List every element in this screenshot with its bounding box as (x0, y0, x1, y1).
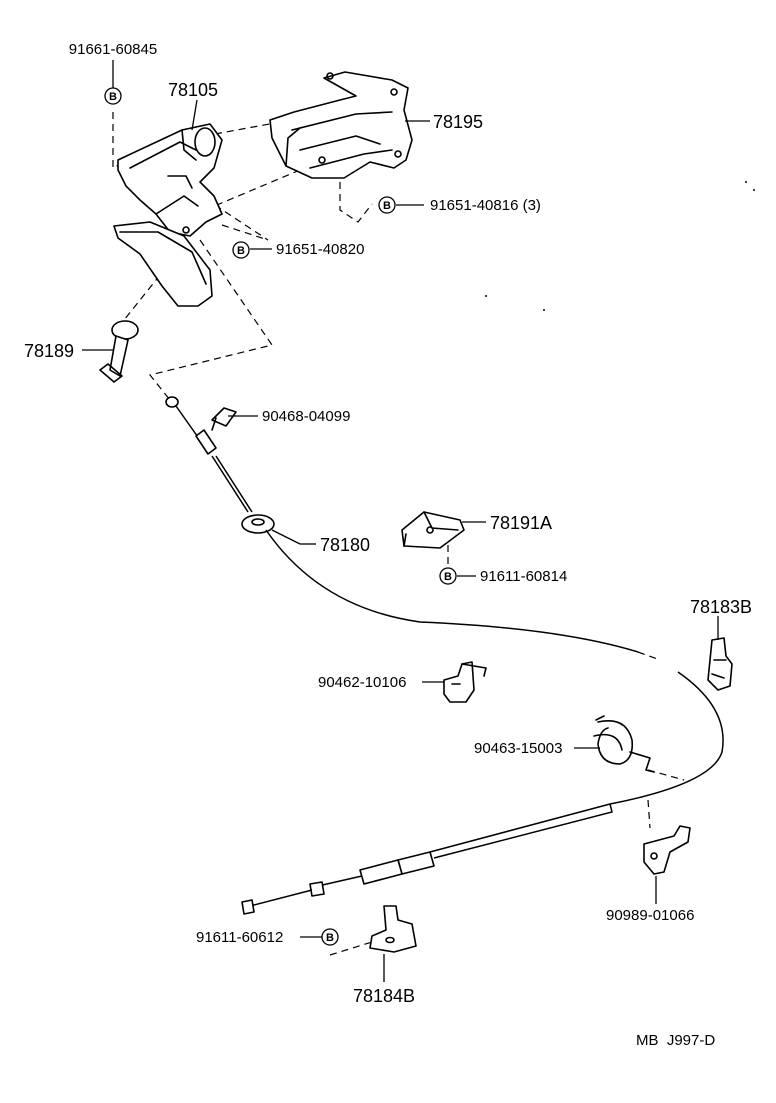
svg-text:B: B (237, 245, 245, 257)
label-90989-01066: 90989-01066 (606, 907, 694, 924)
bolt-marker-91611-60612: B (321, 928, 339, 946)
label-90468-04099: 90468-04099 (262, 408, 350, 425)
mount-bracket-78195 (269, 71, 413, 179)
handle-housing-78105 (113, 123, 223, 307)
label-78195: 78195 (433, 112, 483, 132)
cable-clip-90468 (211, 407, 237, 431)
leader-lines (82, 60, 719, 982)
label-78105: 78105 (168, 80, 218, 100)
release-knob-78189 (99, 320, 139, 383)
wire-clamp-90463 (593, 715, 655, 773)
label-91661-60845: 91661-60845 (69, 41, 157, 58)
svg-text:B: B (383, 200, 391, 212)
bracket-78184B (369, 905, 417, 953)
svg-text:B: B (326, 932, 334, 944)
label-78184B: 78184B (353, 986, 415, 1006)
label-91651-40820: 91651-40820 (276, 241, 364, 258)
bolt-marker-91661-60845: B (104, 87, 122, 105)
svg-text:B: B (109, 91, 117, 103)
svg-text:B: B (444, 571, 452, 583)
label-90463-15003: 90463-15003 (474, 740, 562, 757)
label-78191A: 78191A (490, 513, 552, 533)
bracket-90989 (643, 825, 691, 875)
scan-specks (485, 181, 755, 311)
footer-code: MB J997-D (636, 1032, 715, 1049)
bolt-marker-91651-40820: B (232, 241, 250, 259)
bolt-marker-91611-60814: B (439, 567, 457, 585)
label-91611-60612: 91611-60612 (196, 929, 283, 946)
label-91611-60814: 91611-60814 (480, 568, 567, 585)
label-78180: 78180 (320, 535, 370, 555)
part-labels: 91661-60845 78105 78195 91651-40816 (3) … (24, 41, 752, 1049)
release-cable-78180 (165, 396, 724, 915)
label-78189: 78189 (24, 341, 74, 361)
holder-78183B (707, 637, 733, 691)
bolt-marker-91651-40816: B (378, 196, 396, 214)
label-91651-40816: 91651-40816 (3) (430, 197, 541, 214)
bracket-78191A (401, 511, 465, 549)
label-90462-10106: 90462-10106 (318, 674, 406, 691)
cable-clamp-90462 (443, 661, 487, 703)
label-78183B: 78183B (690, 597, 752, 617)
